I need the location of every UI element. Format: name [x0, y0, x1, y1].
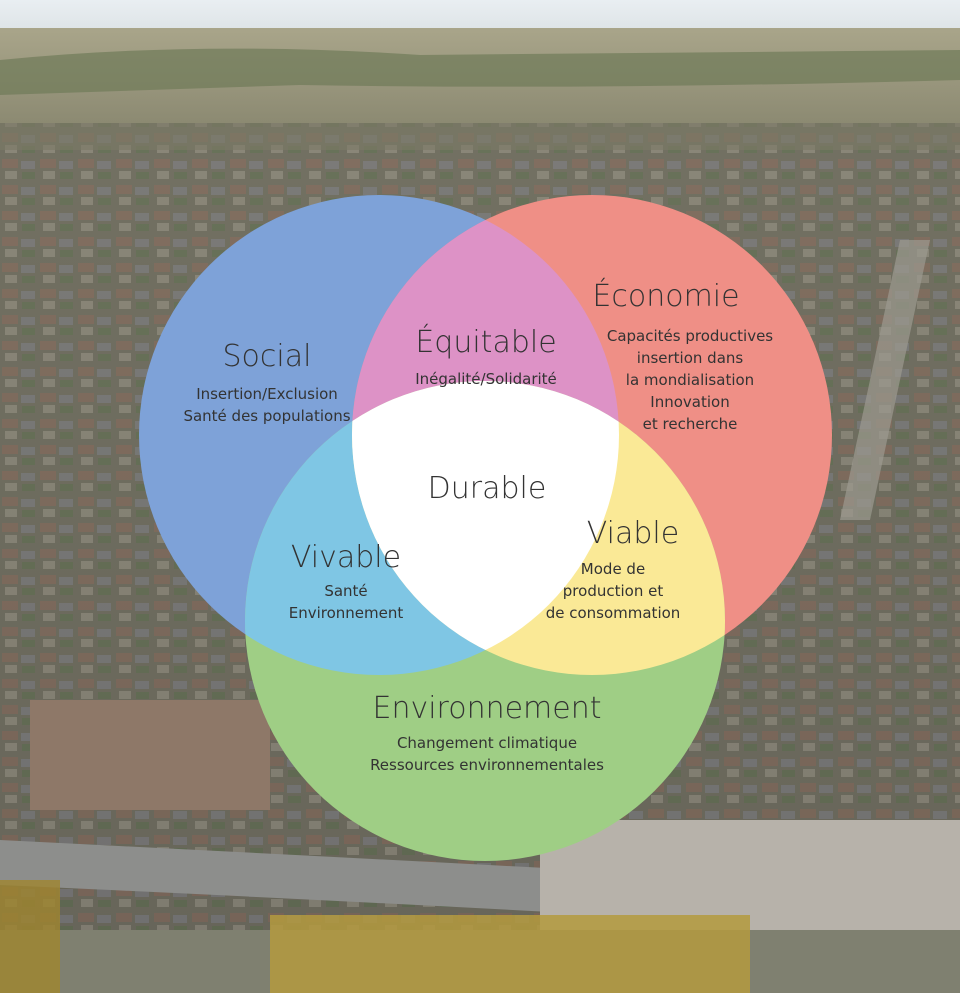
environnement-line: Ressources environnementales	[370, 756, 604, 774]
social-title: Social	[223, 339, 312, 374]
economie-line: la mondialisation	[626, 371, 754, 389]
economie-line: Innovation	[650, 393, 729, 411]
economie-title: Économie	[592, 278, 739, 314]
vivable-line: Environnement	[289, 604, 404, 622]
economie-line: insertion dans	[637, 349, 744, 367]
durable-region	[352, 381, 619, 675]
equitable-line: Inégalité/Solidarité	[415, 370, 557, 388]
viable-line: Mode de	[581, 560, 645, 578]
vivable-title: Vivable	[291, 540, 401, 575]
viable-line: de consommation	[546, 604, 681, 622]
vivable-line: Santé	[324, 582, 367, 600]
economie-line: et recherche	[643, 415, 738, 433]
social-line: Santé des populations	[183, 407, 350, 425]
durable-title: Durable	[428, 471, 547, 506]
environnement-title: Environnement	[372, 691, 601, 726]
equitable-title: Équitable	[415, 324, 556, 360]
economie-line: Capacités productives	[607, 327, 773, 345]
viable-line: production et	[563, 582, 664, 600]
environnement-line: Changement climatique	[397, 734, 577, 752]
viable-title: Viable	[587, 516, 679, 551]
social-line: Insertion/Exclusion	[196, 385, 338, 403]
